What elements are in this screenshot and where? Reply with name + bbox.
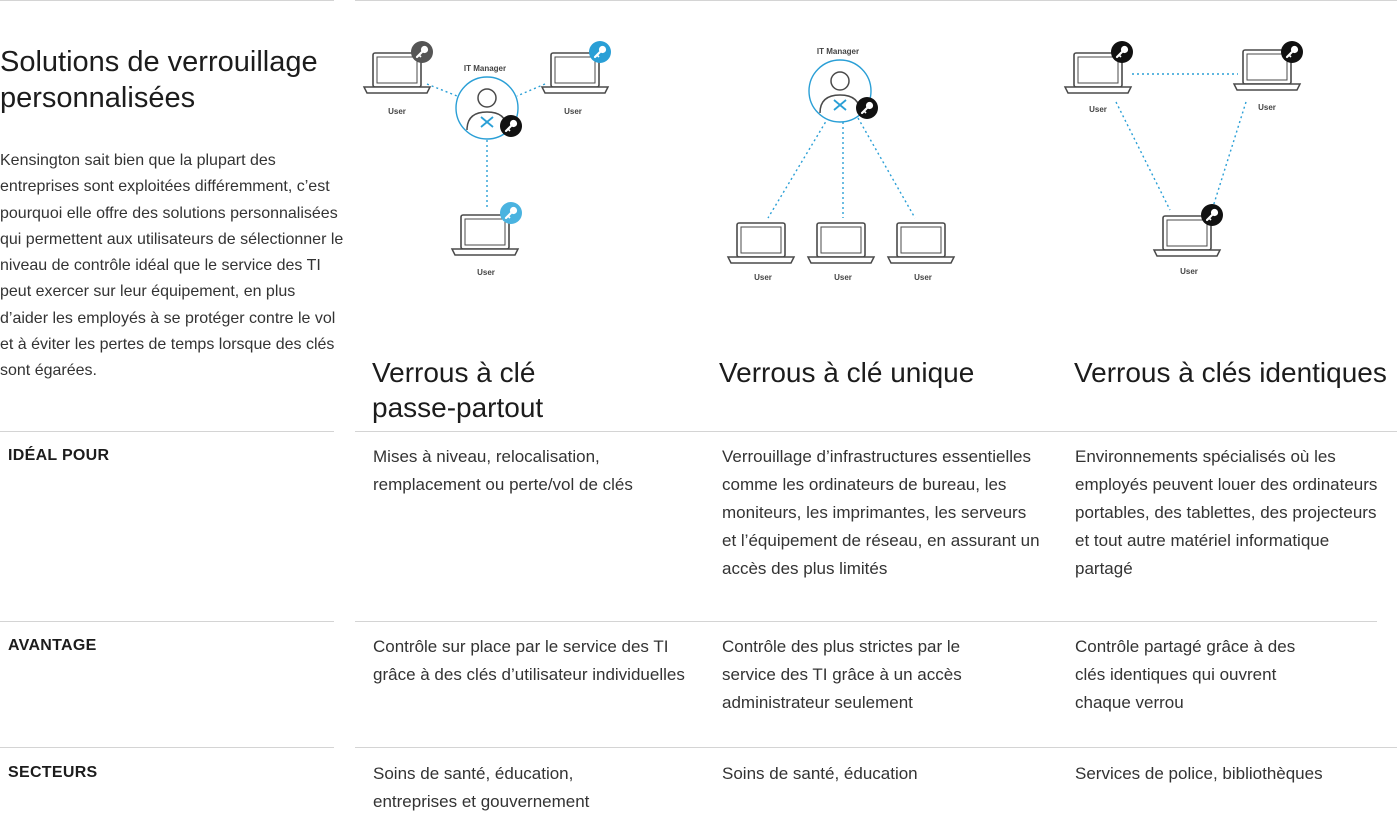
diagram-master-key: User User User IT Manager (363, 41, 611, 277)
row-label-avantage: AVANTAGE (8, 637, 97, 654)
user-label: User (477, 268, 495, 277)
key-icon (411, 41, 433, 63)
column-title-master-line2: passe-partout (372, 392, 544, 423)
user-label: User (834, 273, 852, 282)
user-label: User (388, 107, 406, 116)
rule-avantage-left (0, 621, 334, 622)
cell-secteurs-identical: Services de police, bibliothèques (1075, 764, 1323, 783)
diagram-single-key: User User User IT Manager (727, 47, 955, 282)
rule-ideal-left (0, 431, 334, 432)
rule-ideal-right (355, 431, 1397, 432)
manager-label: IT Manager (464, 64, 506, 73)
column-title-single: Verrous à clé unique (719, 355, 1049, 390)
column-title-identical-line1: Verrous à clés identiques (1074, 357, 1387, 388)
cell-avantage-single: Contrôle des plus strictes par le servic… (722, 637, 962, 712)
cell-avantage-identical: Contrôle partagé grâce à des clés identi… (1075, 637, 1296, 712)
cell-secteurs-master: Soins de santé, éducation, entreprises e… (373, 764, 590, 811)
key-icon (1281, 41, 1303, 63)
cell-ideal-identical: Environnements spécialisés où les employ… (1075, 447, 1378, 578)
row-label-secteurs: SECTEURS (8, 764, 98, 781)
cell-ideal-single: Verrouillage d’infrastructures essentiel… (722, 447, 1040, 578)
key-icon (589, 41, 611, 63)
user-label: User (754, 273, 772, 282)
intro-title-line1: Solutions de verrouillage (0, 46, 318, 78)
column-title-master: Verrous à clé passe-partout (372, 355, 692, 425)
user-label: User (1089, 105, 1107, 114)
user-label: User (914, 273, 932, 282)
cell-ideal-master: Mises à niveau, relocalisation, remplace… (373, 447, 633, 494)
laptop-icon (887, 222, 955, 264)
user-label: User (1258, 103, 1276, 112)
key-icon (856, 97, 878, 119)
rule-secteurs-right (355, 747, 1397, 748)
laptop-icon (727, 222, 795, 264)
top-rule-right (355, 0, 1397, 1)
key-icon (1111, 41, 1133, 63)
cell-avantage-master: Contrôle sur place par le service des TI… (373, 637, 685, 684)
intro-title: Solutions de verrouillage personnalisées (0, 44, 340, 116)
diagram-identical-keys: User User User (1064, 41, 1303, 276)
column-title-identical: Verrous à clés identiques (1074, 355, 1394, 390)
intro-title-line2: personnalisées (0, 82, 196, 114)
key-icon (1201, 204, 1223, 226)
key-icon (500, 202, 522, 224)
manager-label: IT Manager (817, 47, 859, 56)
user-label: User (564, 107, 582, 116)
column-title-single-line1: Verrous à clé unique (719, 357, 975, 388)
laptop-icon (807, 222, 875, 264)
top-rule-left (0, 0, 334, 1)
intro-text: Kensington sait bien que la plupart des … (0, 152, 344, 380)
rule-secteurs-left (0, 747, 334, 748)
row-label-ideal: IDÉAL POUR (8, 447, 110, 464)
key-icon (500, 115, 522, 137)
cell-secteurs-single: Soins de santé, éducation (722, 764, 918, 783)
rule-avantage-right (355, 621, 1377, 622)
user-label: User (1180, 267, 1198, 276)
column-title-master-line1: Verrous à clé (372, 357, 536, 388)
lock-diagrams: User User User IT Manager User User User… (363, 41, 1303, 282)
